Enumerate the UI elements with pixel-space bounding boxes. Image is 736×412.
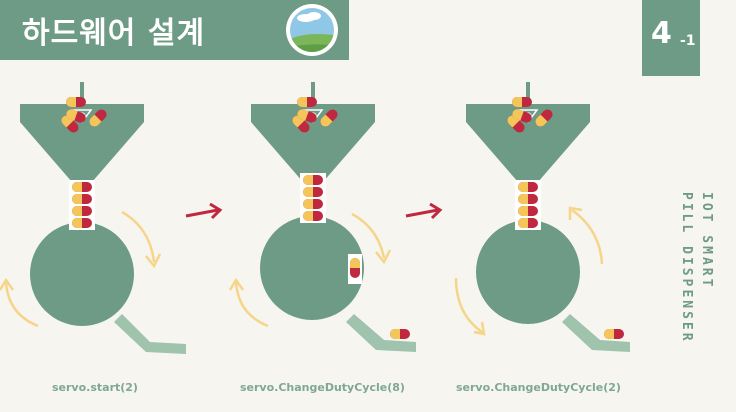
arrow-right-icon [405, 202, 443, 220]
side-label-line2: PILL DISPENSER [679, 192, 694, 344]
section-sub-number: -1 [680, 33, 696, 49]
stage-2-dispenser [228, 82, 416, 352]
side-label: IOT SMART PILL DISPENSER [676, 192, 716, 344]
arrow-right-icon [185, 202, 223, 220]
title-bar: 하드웨어 설계 [0, 0, 349, 60]
page-title: 하드웨어 설계 [22, 16, 206, 51]
landscape-icon [286, 4, 338, 56]
stage-3-caption: servo.ChangeDutyCycle(2) [456, 381, 621, 394]
stage-1-caption: servo.start(2) [52, 381, 138, 394]
side-label-line1: IOT SMART [699, 192, 714, 290]
stage-3-dispenser [454, 82, 630, 352]
section-number: 4 [651, 16, 672, 51]
stage-2-caption: servo.ChangeDutyCycle(8) [240, 381, 405, 394]
section-number-box: 4 -1 [642, 0, 700, 76]
stage-1-dispenser [0, 82, 186, 354]
